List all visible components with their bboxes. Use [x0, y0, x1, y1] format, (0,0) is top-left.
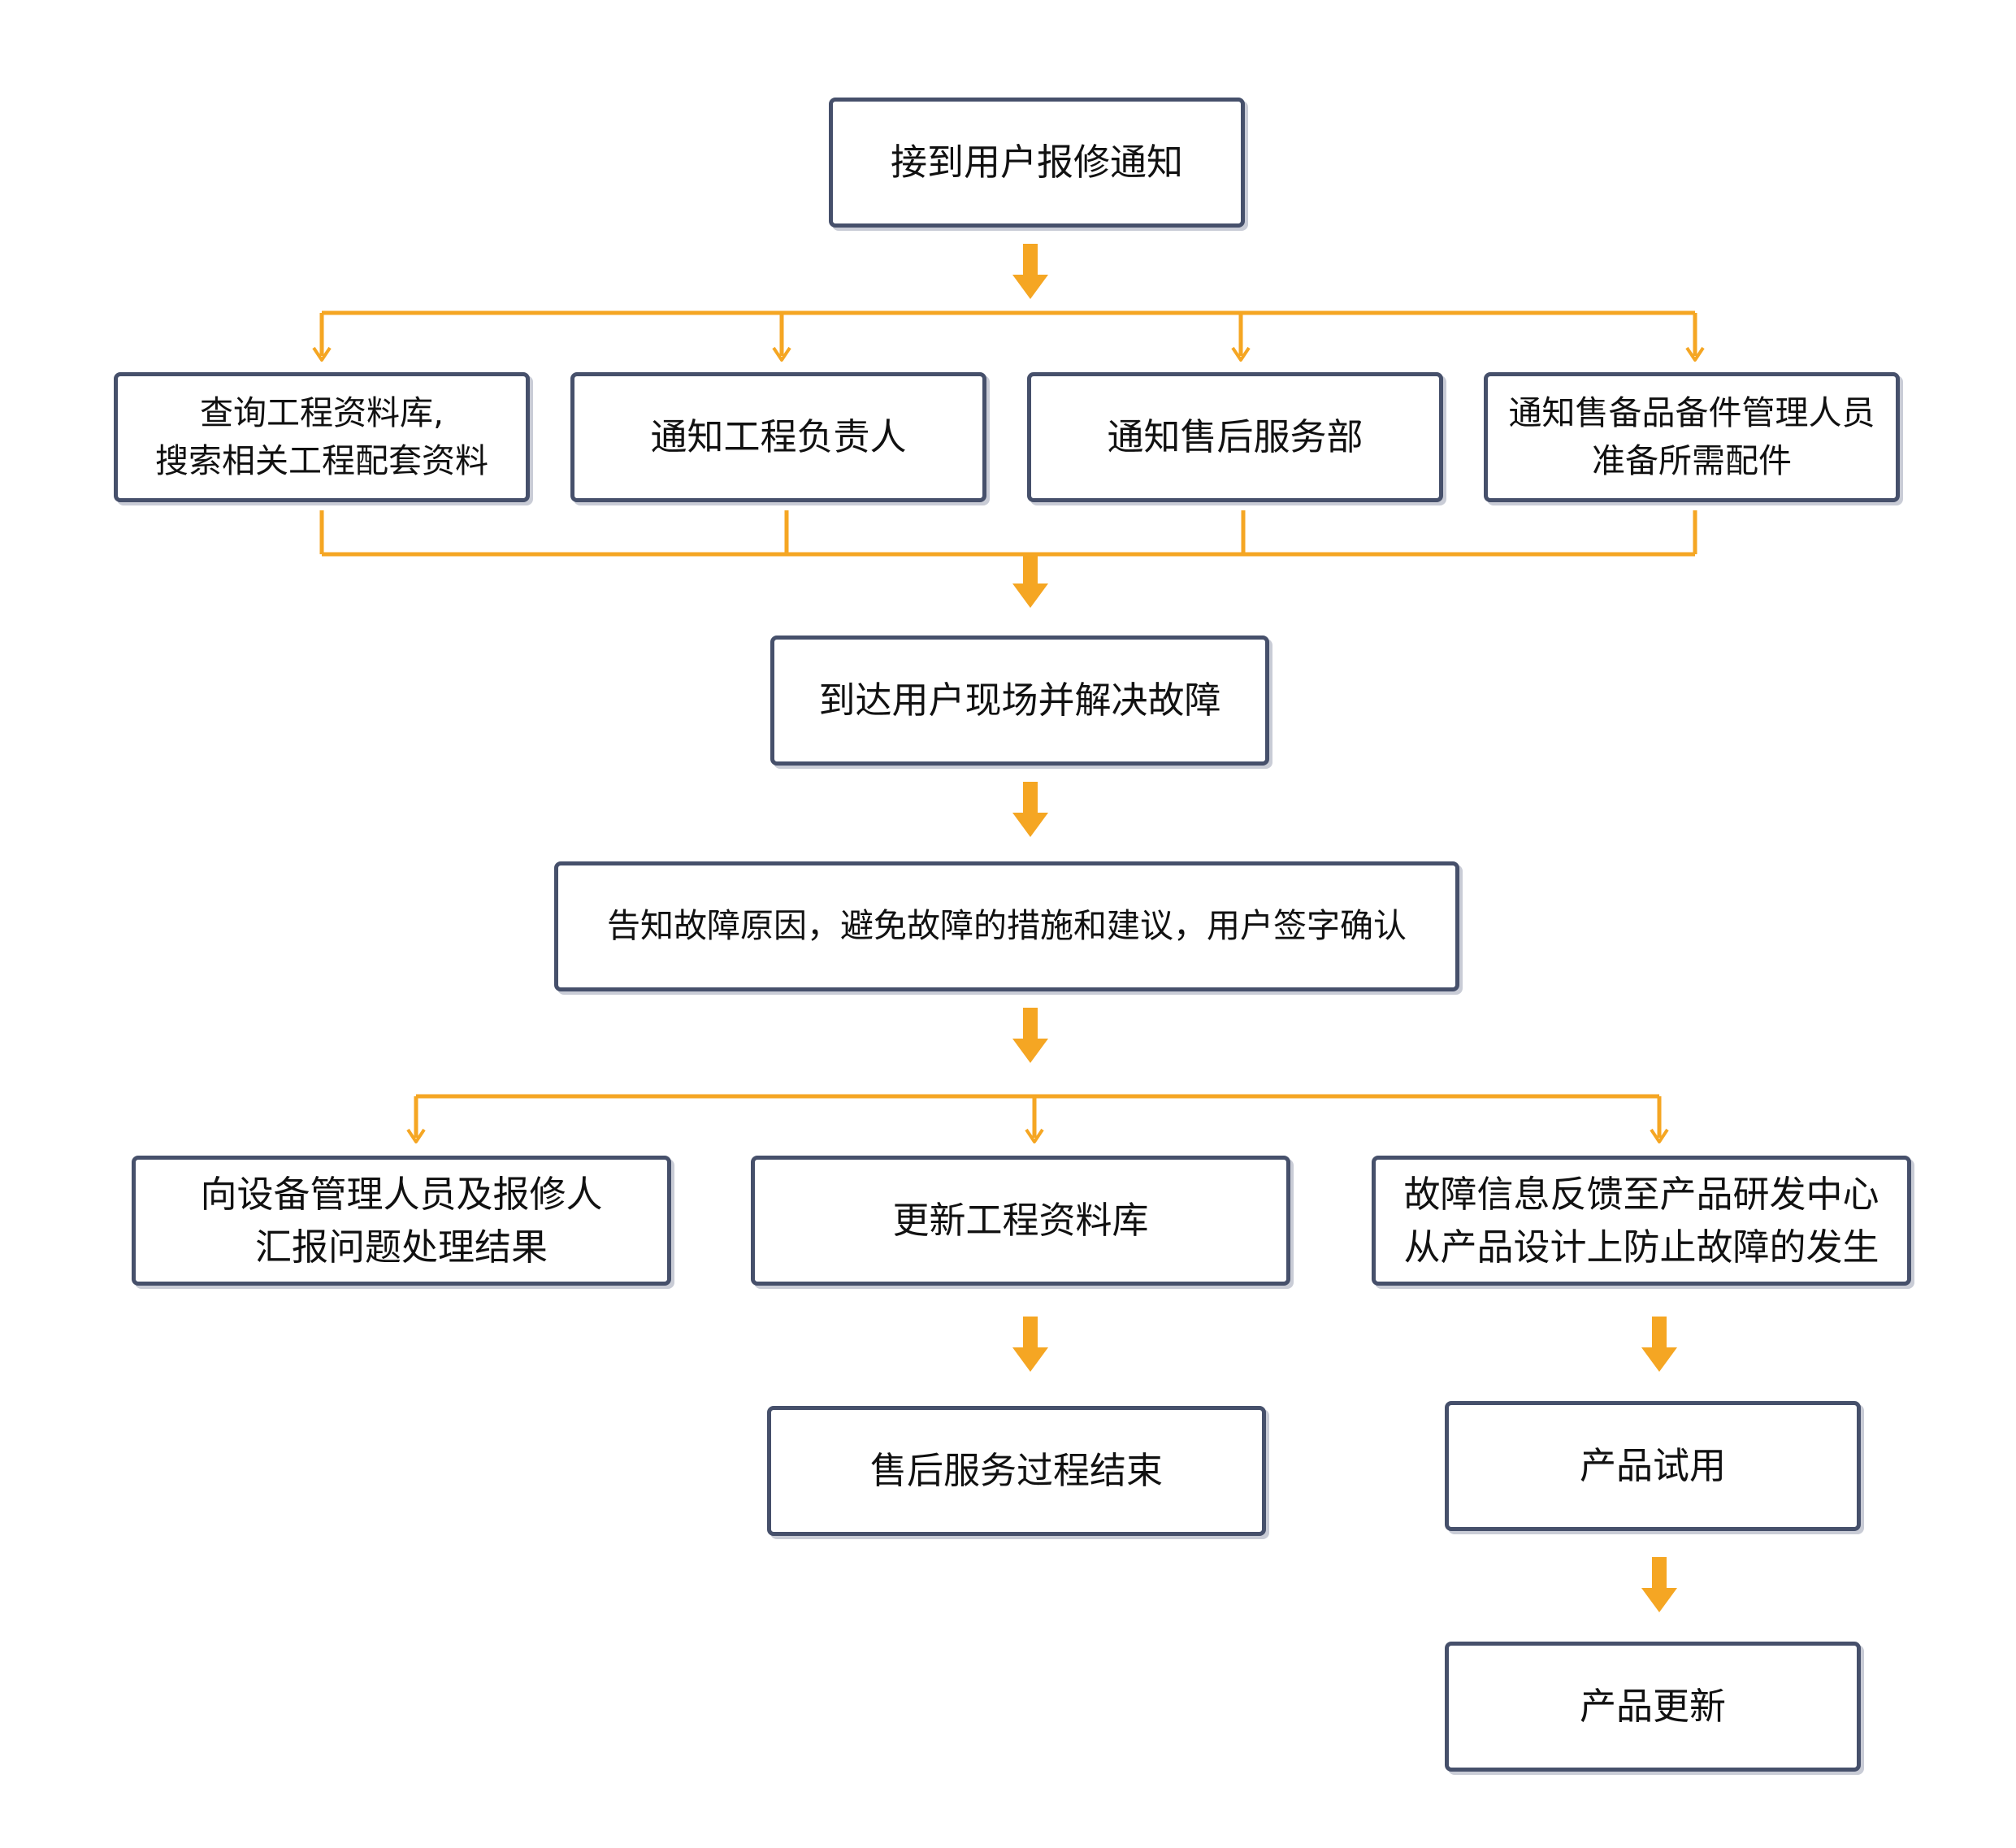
small-arrowhead [1650, 1128, 1669, 1143]
node-update-database-label: 更新工程资料库 [892, 1199, 1149, 1243]
arrow-receive-to-branch [1012, 244, 1048, 299]
node-inform-user-label: 告知故障原因，避免故障的措施和建议，用户签字确认 [607, 906, 1407, 946]
node-report-result-label: 向设备管理人员及报修人 汇报问题处理结果 [200, 1172, 603, 1269]
arrow-feedback-to-trial [1641, 1317, 1677, 1372]
connector-lines [319, 310, 1697, 1138]
flow-arrows [1012, 244, 1677, 1612]
node-notify-aftersales: 通知售后服务部 [1027, 372, 1443, 502]
small-arrowheads [312, 346, 1705, 1143]
node-query-database-label: 查询工程资料库, 搜索相关工程配套资料 [155, 393, 488, 480]
node-notify-engineer: 通知工程负责人 [570, 372, 986, 502]
node-product-trial-label: 产品试用 [1579, 1444, 1726, 1488]
arrow-merge-to-arrive [1012, 553, 1048, 608]
node-query-database: 查询工程资料库, 搜索相关工程配套资料 [114, 372, 530, 502]
arrow-trial-to-update [1641, 1557, 1677, 1612]
node-arrive-and-fix-label: 到达用户现场并解决故障 [818, 679, 1221, 722]
small-arrowhead [312, 346, 332, 362]
node-notify-spare-parts: 通知售备品备件管理人员 准备所需配件 [1484, 372, 1900, 502]
node-product-trial: 产品试用 [1445, 1401, 1861, 1531]
small-arrowhead [1685, 346, 1705, 362]
node-product-update-label: 产品更新 [1579, 1685, 1726, 1729]
node-inform-user: 告知故障原因，避免故障的措施和建议，用户签字确认 [554, 861, 1459, 991]
node-receive-request-label: 接到用户报修通知 [890, 141, 1183, 184]
arrow-update-to-end [1012, 1317, 1048, 1372]
arrow-arrive-to-inform [1012, 782, 1048, 837]
small-arrowhead [1025, 1128, 1044, 1143]
node-notify-engineer-label: 通知工程负责人 [650, 415, 907, 459]
node-arrive-and-fix: 到达用户现场并解决故障 [770, 636, 1269, 766]
small-arrowhead [1231, 346, 1251, 362]
arrow-inform-to-branch [1012, 1008, 1048, 1063]
node-feedback-rnd: 故障信息反馈至产品研发中心 从产品设计上防止故障的发生 [1372, 1156, 1911, 1286]
node-service-end: 售后服务过程结束 [767, 1406, 1266, 1536]
small-arrowhead [772, 346, 791, 362]
node-report-result: 向设备管理人员及报修人 汇报问题处理结果 [132, 1156, 671, 1286]
node-update-database: 更新工程资料库 [751, 1156, 1290, 1286]
node-product-update: 产品更新 [1445, 1642, 1861, 1772]
node-feedback-rnd-label: 故障信息反馈至产品研发中心 从产品设计上防止故障的发生 [1403, 1172, 1879, 1269]
node-notify-spare-parts-label: 通知售备品备件管理人员 准备所需配件 [1508, 393, 1875, 480]
node-service-end-label: 售后服务过程结束 [869, 1449, 1163, 1493]
node-notify-aftersales-label: 通知售后服务部 [1107, 415, 1364, 459]
node-receive-request: 接到用户报修通知 [829, 98, 1245, 228]
small-arrowhead [406, 1128, 426, 1143]
